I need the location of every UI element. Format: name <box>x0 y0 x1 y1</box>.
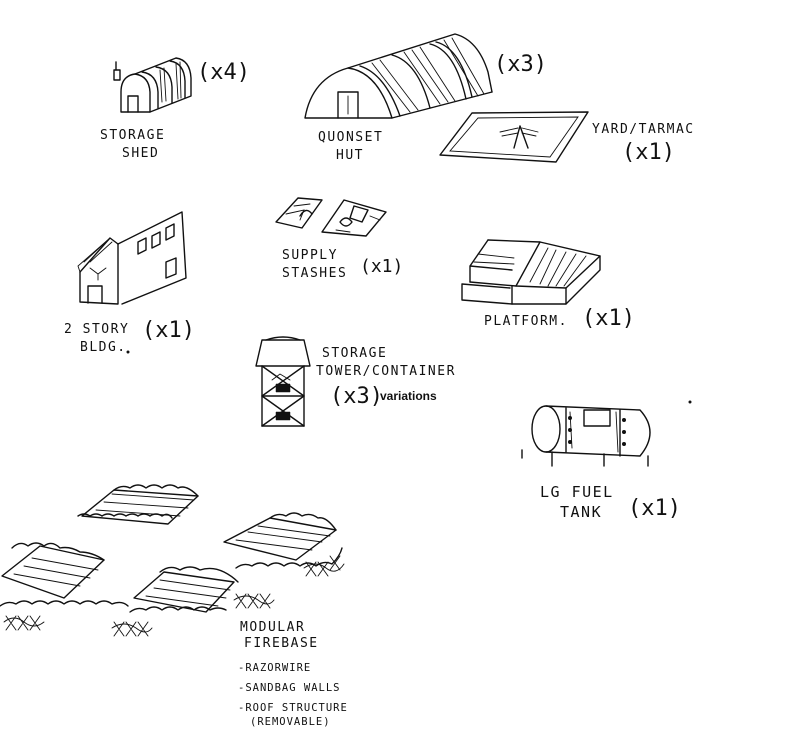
lg-fuel-tank-qty: (x1) <box>628 496 681 521</box>
quonset-hut-qty: (x3) <box>494 52 547 77</box>
storage-tower-label-2: TOWER/CONTAINER <box>316 364 456 379</box>
lg-fuel-tank-label-2: TANK <box>560 503 603 521</box>
supply-stashes-label-2: STASHES <box>282 266 348 281</box>
quonset-hut-drawing <box>304 33 493 119</box>
storage-tower-label-1: STORAGE <box>322 346 388 361</box>
supply-stashes-drawing <box>275 197 387 237</box>
quonset-hut-label-2: HUT <box>336 148 364 163</box>
yard-tarmac-drawing <box>439 111 589 163</box>
firebase-note-sandbag-walls: -SANDBAG WALLS <box>238 682 341 694</box>
two-story-bldg-label-1: 2 STORY <box>64 322 130 337</box>
storage-shed-label-2: SHED <box>122 146 160 161</box>
supply-stashes-label-1: SUPPLY <box>282 248 338 263</box>
supply-stashes-qty: (x1) <box>360 256 404 277</box>
platform-label: PLATFORM. <box>484 314 568 329</box>
storage-tower-drawing <box>255 336 311 427</box>
quonset-hut-label-1: QUONSET <box>318 130 384 145</box>
firebase-note-roof-structure: -ROOF STRUCTURE <box>238 702 348 714</box>
lg-fuel-tank-drawing <box>521 400 692 467</box>
modular-firebase-label-2: FIREBASE <box>244 636 319 651</box>
firebase-note-removable: (REMOVABLE) <box>250 716 331 728</box>
two-story-bldg-label-2: BLDG. <box>80 340 127 355</box>
firebase-note-razorwire: -RAZORWIRE <box>238 662 312 674</box>
storage-shed-drawing <box>113 57 192 113</box>
storage-shed-label-1: STORAGE <box>100 128 166 143</box>
platform-drawing <box>461 239 601 305</box>
platform-qty: (x1) <box>582 306 635 331</box>
storage-tower-qty: (x3) <box>330 384 383 409</box>
two-story-bldg-drawing <box>77 211 187 305</box>
yard-tarmac-label: YARD/TARMAC <box>592 122 695 137</box>
modular-firebase-drawing <box>0 484 345 637</box>
storage-tower-variations-note: variations <box>380 389 437 403</box>
lg-fuel-tank-label-1: LG FUEL <box>540 483 614 501</box>
modular-firebase-label-1: MODULAR <box>240 620 306 635</box>
storage-shed-qty: (x4) <box>197 60 250 85</box>
two-story-bldg-qty: (x1) <box>142 318 195 343</box>
yard-tarmac-qty: (x1) <box>622 140 675 165</box>
